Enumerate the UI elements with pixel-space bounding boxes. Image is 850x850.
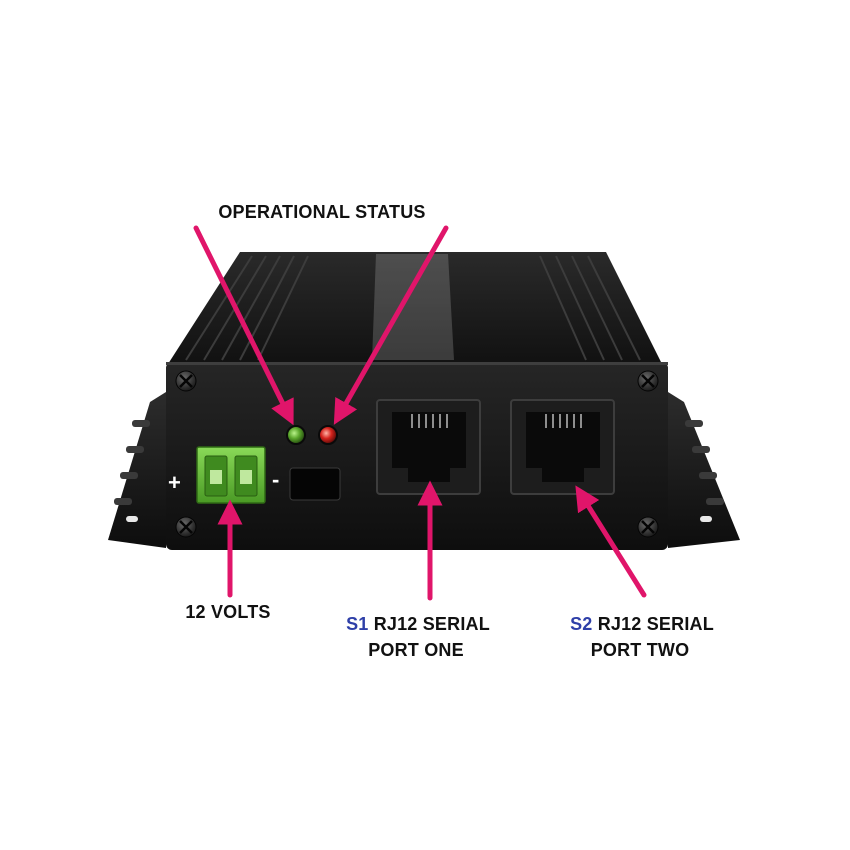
enclosure: + - — [108, 252, 740, 550]
port-one-label-line1: S1 RJ12 SERIAL — [346, 614, 490, 634]
screw-icon — [175, 370, 197, 392]
screw-icon — [637, 370, 659, 392]
status-led-red — [318, 425, 338, 445]
callout-arrows — [193, 225, 647, 601]
polarity-plus-label: + — [168, 470, 181, 495]
power-label: 12 VOLTS — [185, 602, 270, 622]
arrow-icon — [575, 485, 647, 598]
rj12-port-two[interactable] — [510, 399, 615, 495]
port-two-label-line2: PORT TWO — [591, 640, 690, 660]
right-flange — [668, 392, 740, 548]
arrow-icon — [333, 225, 449, 425]
port-two-prefix: S2 — [570, 614, 592, 634]
heatsink-top — [168, 252, 662, 364]
left-flange — [108, 392, 166, 548]
rj12-port-one[interactable] — [376, 399, 481, 495]
screw-icon — [637, 516, 659, 538]
status-led-green — [286, 425, 306, 445]
polarity-minus-label: - — [272, 467, 279, 492]
heatsink-fins — [185, 255, 641, 361]
status-label: OPERATIONAL STATUS — [218, 202, 425, 222]
port-one-label-line2: PORT ONE — [368, 640, 464, 660]
power-terminal-block[interactable] — [196, 446, 266, 504]
flange-slots — [114, 420, 724, 522]
heatsink-center-band — [372, 254, 454, 360]
port-one-prefix: S1 — [346, 614, 368, 634]
arrow-icon — [193, 225, 294, 426]
port-two-label-line1: S2 RJ12 SERIAL — [570, 614, 714, 634]
switch-slot[interactable] — [289, 467, 341, 501]
port-two-title: RJ12 SERIAL — [598, 614, 714, 634]
screw-icon — [175, 516, 197, 538]
port-one-title: RJ12 SERIAL — [374, 614, 490, 634]
